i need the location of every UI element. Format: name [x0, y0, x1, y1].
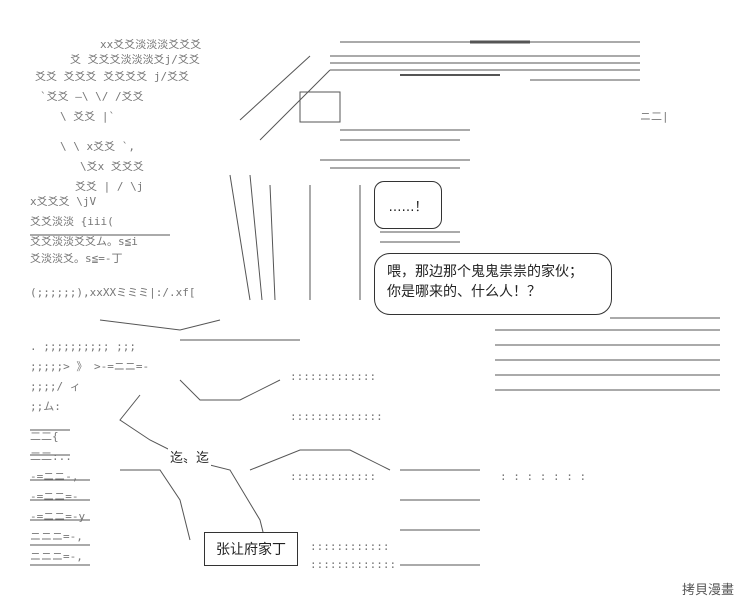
- ground-text: : : : : : : :: [500, 470, 586, 483]
- watermark: 拷貝漫畫: [681, 583, 734, 598]
- foliage-text: xx爻爻淡淡淡爻爻爻: [100, 38, 201, 51]
- ground-text: ニニニ=-,: [30, 530, 83, 543]
- pillar: [249, 174, 263, 301]
- speech-line-2: 你是哪来的、什么人！？: [387, 284, 541, 300]
- foliage-text: (;;;;;;),xxXXミミミ|:/.xf[: [30, 286, 195, 299]
- ground-text: ::::::::::::::: [290, 410, 383, 423]
- speaker-name-box: 张让府家丁: [204, 532, 298, 566]
- ground-text: ;;ム:: [30, 400, 61, 413]
- ground-text: ニニニ=-,: [30, 550, 83, 563]
- ground-text: -=ニニ=-: [30, 490, 79, 503]
- foliage-text: \爻x 爻爻爻: [80, 160, 144, 173]
- structure-block: [299, 91, 341, 123]
- foliage-text: 爻淡淡爻。s≦=-丁: [30, 252, 123, 265]
- exclaim-text: ……！: [388, 199, 428, 215]
- foliage-text: 爻爻淡淡 {iii(: [30, 215, 114, 228]
- ground-text: -=ニニ-,: [30, 470, 79, 483]
- foliage-text: x爻爻爻 \jV: [30, 195, 96, 208]
- foliage-text: 爻爻 爻爻爻 爻爻爻爻 j/爻爻: [35, 70, 189, 83]
- pillar: [269, 184, 276, 301]
- sound-effect: 迄〟迄: [168, 447, 212, 466]
- figure-outline: [179, 379, 281, 401]
- figure-outline: [120, 469, 191, 541]
- ground-text: ;;;;/ ィ: [30, 380, 81, 393]
- ground-text: ;;;;;> 》 >-=ニニ=-: [30, 360, 149, 373]
- ground-text: :::::::::::::: [290, 370, 376, 383]
- ground-text: ニ二|: [640, 110, 669, 123]
- ground-text: ::::::::::::: [310, 540, 389, 553]
- foliage-text: \ 爻爻 |`: [60, 110, 115, 123]
- ground-text: -=ニニ=-y: [30, 510, 85, 523]
- speaker-name: 张让府家丁: [216, 542, 286, 558]
- exclaim-bubble: ……！: [374, 181, 442, 229]
- foliage-text: 爻爻淡淡爻爻ム。s≦i: [30, 235, 138, 248]
- ground-text: :::::::::::::: [310, 558, 396, 571]
- foliage-text: 爻 爻爻爻淡淡淡爻j/爻爻: [70, 53, 200, 66]
- figure-outline: [249, 449, 391, 471]
- figure-outline: [99, 319, 221, 331]
- pillar: [229, 174, 251, 301]
- roof-edge: [239, 55, 311, 121]
- speech-line-1: 喂，那边那个鬼鬼祟祟的家伙；: [387, 264, 583, 280]
- foliage-text: `爻爻 ―\ \/ /爻爻: [40, 90, 144, 103]
- speech-bubble: 喂，那边那个鬼鬼祟祟的家伙； 你是哪来的、什么人！？: [374, 253, 612, 315]
- foliage-text: 爻爻 | / \j: [75, 180, 143, 193]
- roof-edge: [259, 69, 331, 141]
- foliage-text: \ \ x爻爻 `,: [60, 140, 135, 153]
- ground-text: 二二:..: [30, 450, 72, 463]
- ground-text: :::::::::::::: [290, 470, 376, 483]
- ground-text: . ;;;;;;;;;; ;;;: [30, 340, 136, 353]
- ground-text: 二二{: [30, 430, 59, 443]
